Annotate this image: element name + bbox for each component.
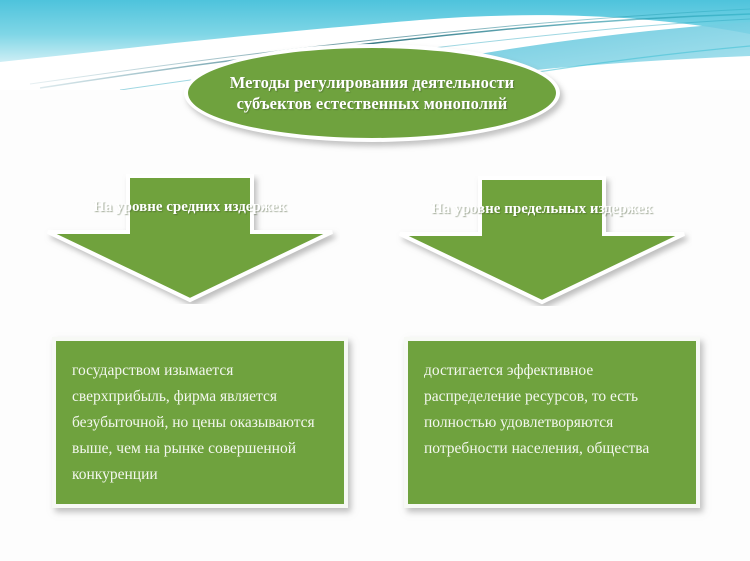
branch-description-right-text: достигается эффективное распределение ре… [424, 362, 650, 457]
branch-arrow-right: На уровне предельных издержек [392, 176, 692, 306]
branch-description-right: достигается эффективное распределение ре… [404, 337, 700, 508]
branch-description-left: государством изымается сверхприбыль, фир… [52, 337, 348, 508]
branch-description-left-text: государством изымается сверхприбыль, фир… [72, 362, 315, 483]
page-title: Методы регулирования деятельности субъек… [229, 73, 515, 113]
branch-arrow-left: На уровне средних издержек [40, 174, 340, 304]
down-arrow-icon [47, 174, 333, 303]
down-arrow-icon [399, 176, 685, 305]
title-ellipse: Методы регулирования деятельности субъек… [184, 44, 560, 142]
